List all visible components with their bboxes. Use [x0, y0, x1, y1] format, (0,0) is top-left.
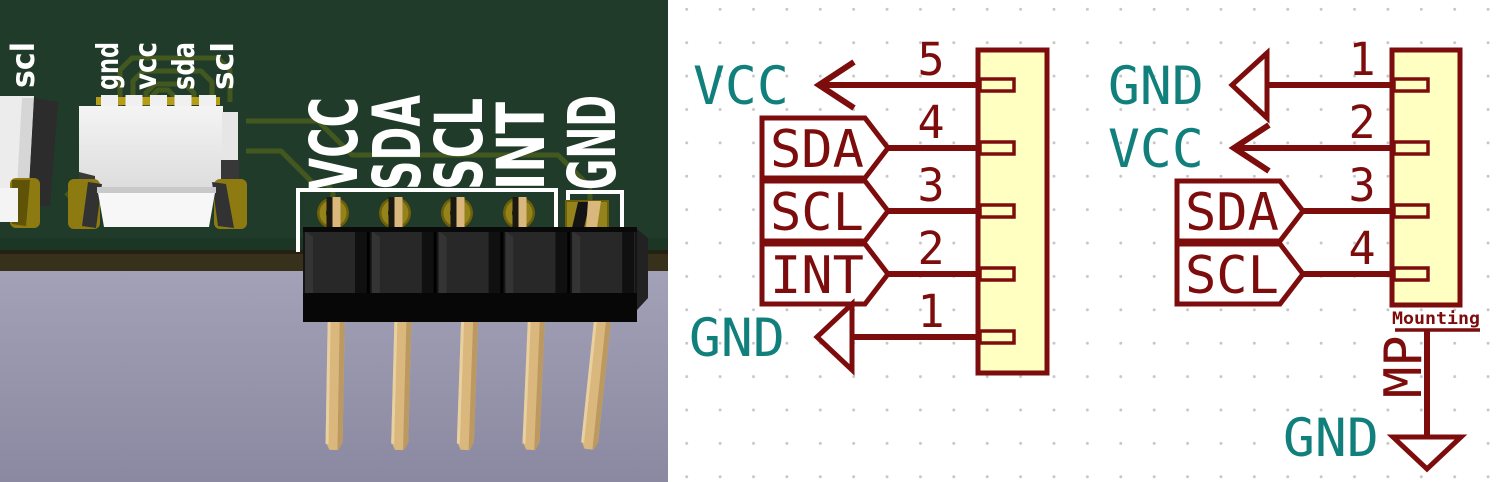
pin-number: 3 — [917, 159, 944, 212]
pad-shadow — [212, 182, 234, 228]
silkscreen-label-GND: GND — [554, 95, 631, 190]
labels-conn-b[interactable]: GND VCC SDA SCL MP GND — [1108, 47, 1468, 473]
plated-hole — [317, 197, 349, 229]
pin-number: 4 — [1348, 222, 1375, 275]
header-pin — [391, 309, 412, 451]
power-label-gnd[interactable]: GND — [1108, 56, 1204, 117]
pin-number: 1 — [917, 285, 944, 338]
header-segment — [505, 229, 571, 309]
pin-notch — [978, 77, 1016, 93]
pin-number: 2 — [917, 222, 944, 275]
global-label-shape — [759, 178, 892, 244]
pin-notch — [978, 140, 1016, 156]
labels-conn-a[interactable]: VCC SDA SCL INT GND — [689, 56, 892, 376]
silkscreen-label-vcc: vcc — [129, 42, 164, 90]
pin-number: 5 — [917, 33, 944, 86]
fpc-side-tab — [222, 112, 238, 162]
connector-symbol-5pin[interactable]: 5 4 3 2 1 — [917, 33, 1050, 376]
header-segment — [572, 231, 635, 309]
power-arrow-icon — [1228, 122, 1271, 174]
schematic-canvas[interactable]: 5 4 3 2 1 VCC SDA SCL — [668, 0, 1510, 482]
power-label-vcc[interactable]: VCC — [1108, 119, 1204, 180]
header-end-face — [637, 229, 648, 310]
silkscreen-label-SDA: SDA — [359, 95, 436, 190]
power-label-gnd[interactable]: GND — [689, 308, 785, 369]
wires-conn-a[interactable] — [820, 82, 980, 340]
pin-notch — [1392, 266, 1430, 282]
header-segment — [438, 229, 504, 309]
silkscreen-label-sda: sda — [167, 42, 202, 90]
silkscreen-label-VCC: VCC — [296, 97, 373, 190]
pcb-3d-viewport[interactable]: scl gnd vcc sda scl — [0, 0, 668, 482]
fpc-contact-bump — [125, 95, 143, 108]
global-label-shape — [759, 241, 892, 307]
header-pin — [522, 309, 546, 451]
header-segment — [371, 229, 437, 309]
global-label-shape — [1174, 241, 1307, 307]
header-pin — [581, 309, 613, 450]
header-segment — [305, 229, 370, 309]
power-arrow-icon — [813, 59, 856, 111]
fpc-contact-bump — [150, 95, 167, 108]
power-label-gnd-bottom[interactable]: GND — [1283, 408, 1379, 469]
silkscreen-label-scl: scl — [206, 42, 241, 90]
connector-shading — [16, 98, 34, 204]
fpc-contact-bump — [174, 95, 192, 108]
wires-conn-b[interactable] — [1235, 82, 1430, 437]
edge-connector-partial — [0, 96, 58, 228]
pin-notch — [1392, 203, 1430, 219]
header-pin — [325, 309, 345, 451]
fpc-body — [79, 106, 223, 191]
header-pins — [325, 309, 613, 451]
silkscreen-label-SCL: SCL — [421, 98, 498, 190]
pcb-3d-render: scl gnd vcc sda scl — [0, 0, 668, 482]
global-label-scl[interactable]: SCL — [1185, 246, 1279, 306]
silkscreen-box-pins1-4 — [296, 188, 558, 252]
square-pad-gnd — [565, 200, 609, 229]
silkscreen-label-gnd: gnd — [91, 42, 126, 90]
power-label-vcc[interactable]: VCC — [693, 56, 789, 117]
header-pin — [456, 309, 479, 451]
global-label-shape — [759, 115, 892, 181]
global-label-sda[interactable]: SDA — [770, 120, 864, 180]
trace-line — [246, 148, 336, 210]
pin-number: 2 — [1348, 96, 1375, 149]
silkscreen-label-INT: INT — [483, 102, 560, 190]
fpc-latch-flap — [97, 187, 216, 227]
connector-latch — [0, 188, 18, 222]
fpc-connector — [68, 95, 247, 229]
pin-number: 1 — [1348, 33, 1375, 86]
pad-shadow — [82, 182, 102, 228]
pin-notch — [1392, 77, 1430, 93]
schematic-sheet: 5 4 3 2 1 VCC SDA SCL — [689, 33, 1480, 473]
fpc-contact-bump — [199, 95, 216, 108]
global-label-shape — [1174, 178, 1307, 244]
global-label-int[interactable]: INT — [770, 246, 864, 306]
plated-hole — [379, 197, 411, 229]
plated-hole — [503, 197, 535, 229]
power-triangle-icon — [813, 298, 855, 376]
pin-notch — [978, 266, 1016, 282]
global-label-scl[interactable]: SCL — [770, 183, 864, 243]
pin-notch — [978, 329, 1016, 345]
pin-header-body — [303, 227, 648, 322]
power-triangle-icon — [1228, 47, 1270, 124]
silkscreen-label-scl-edge: scl — [4, 42, 42, 88]
fpc-latch-shadow — [97, 187, 216, 193]
pin-number: 3 — [1348, 159, 1375, 212]
global-label-sda[interactable]: SDA — [1185, 183, 1279, 243]
mounting-pin-name: Mounting — [1392, 309, 1480, 329]
fpc-contact-bump — [101, 95, 118, 108]
pin-number: 4 — [917, 96, 944, 149]
power-triangle-down-icon — [1386, 434, 1468, 473]
plated-hole — [441, 197, 473, 229]
pin-notch — [978, 203, 1016, 219]
net-label-mp[interactable]: MP — [1374, 335, 1434, 398]
connector-symbol-4pin[interactable]: 1 2 3 4 Mounting — [1348, 33, 1480, 332]
pin-notch — [1392, 140, 1430, 156]
